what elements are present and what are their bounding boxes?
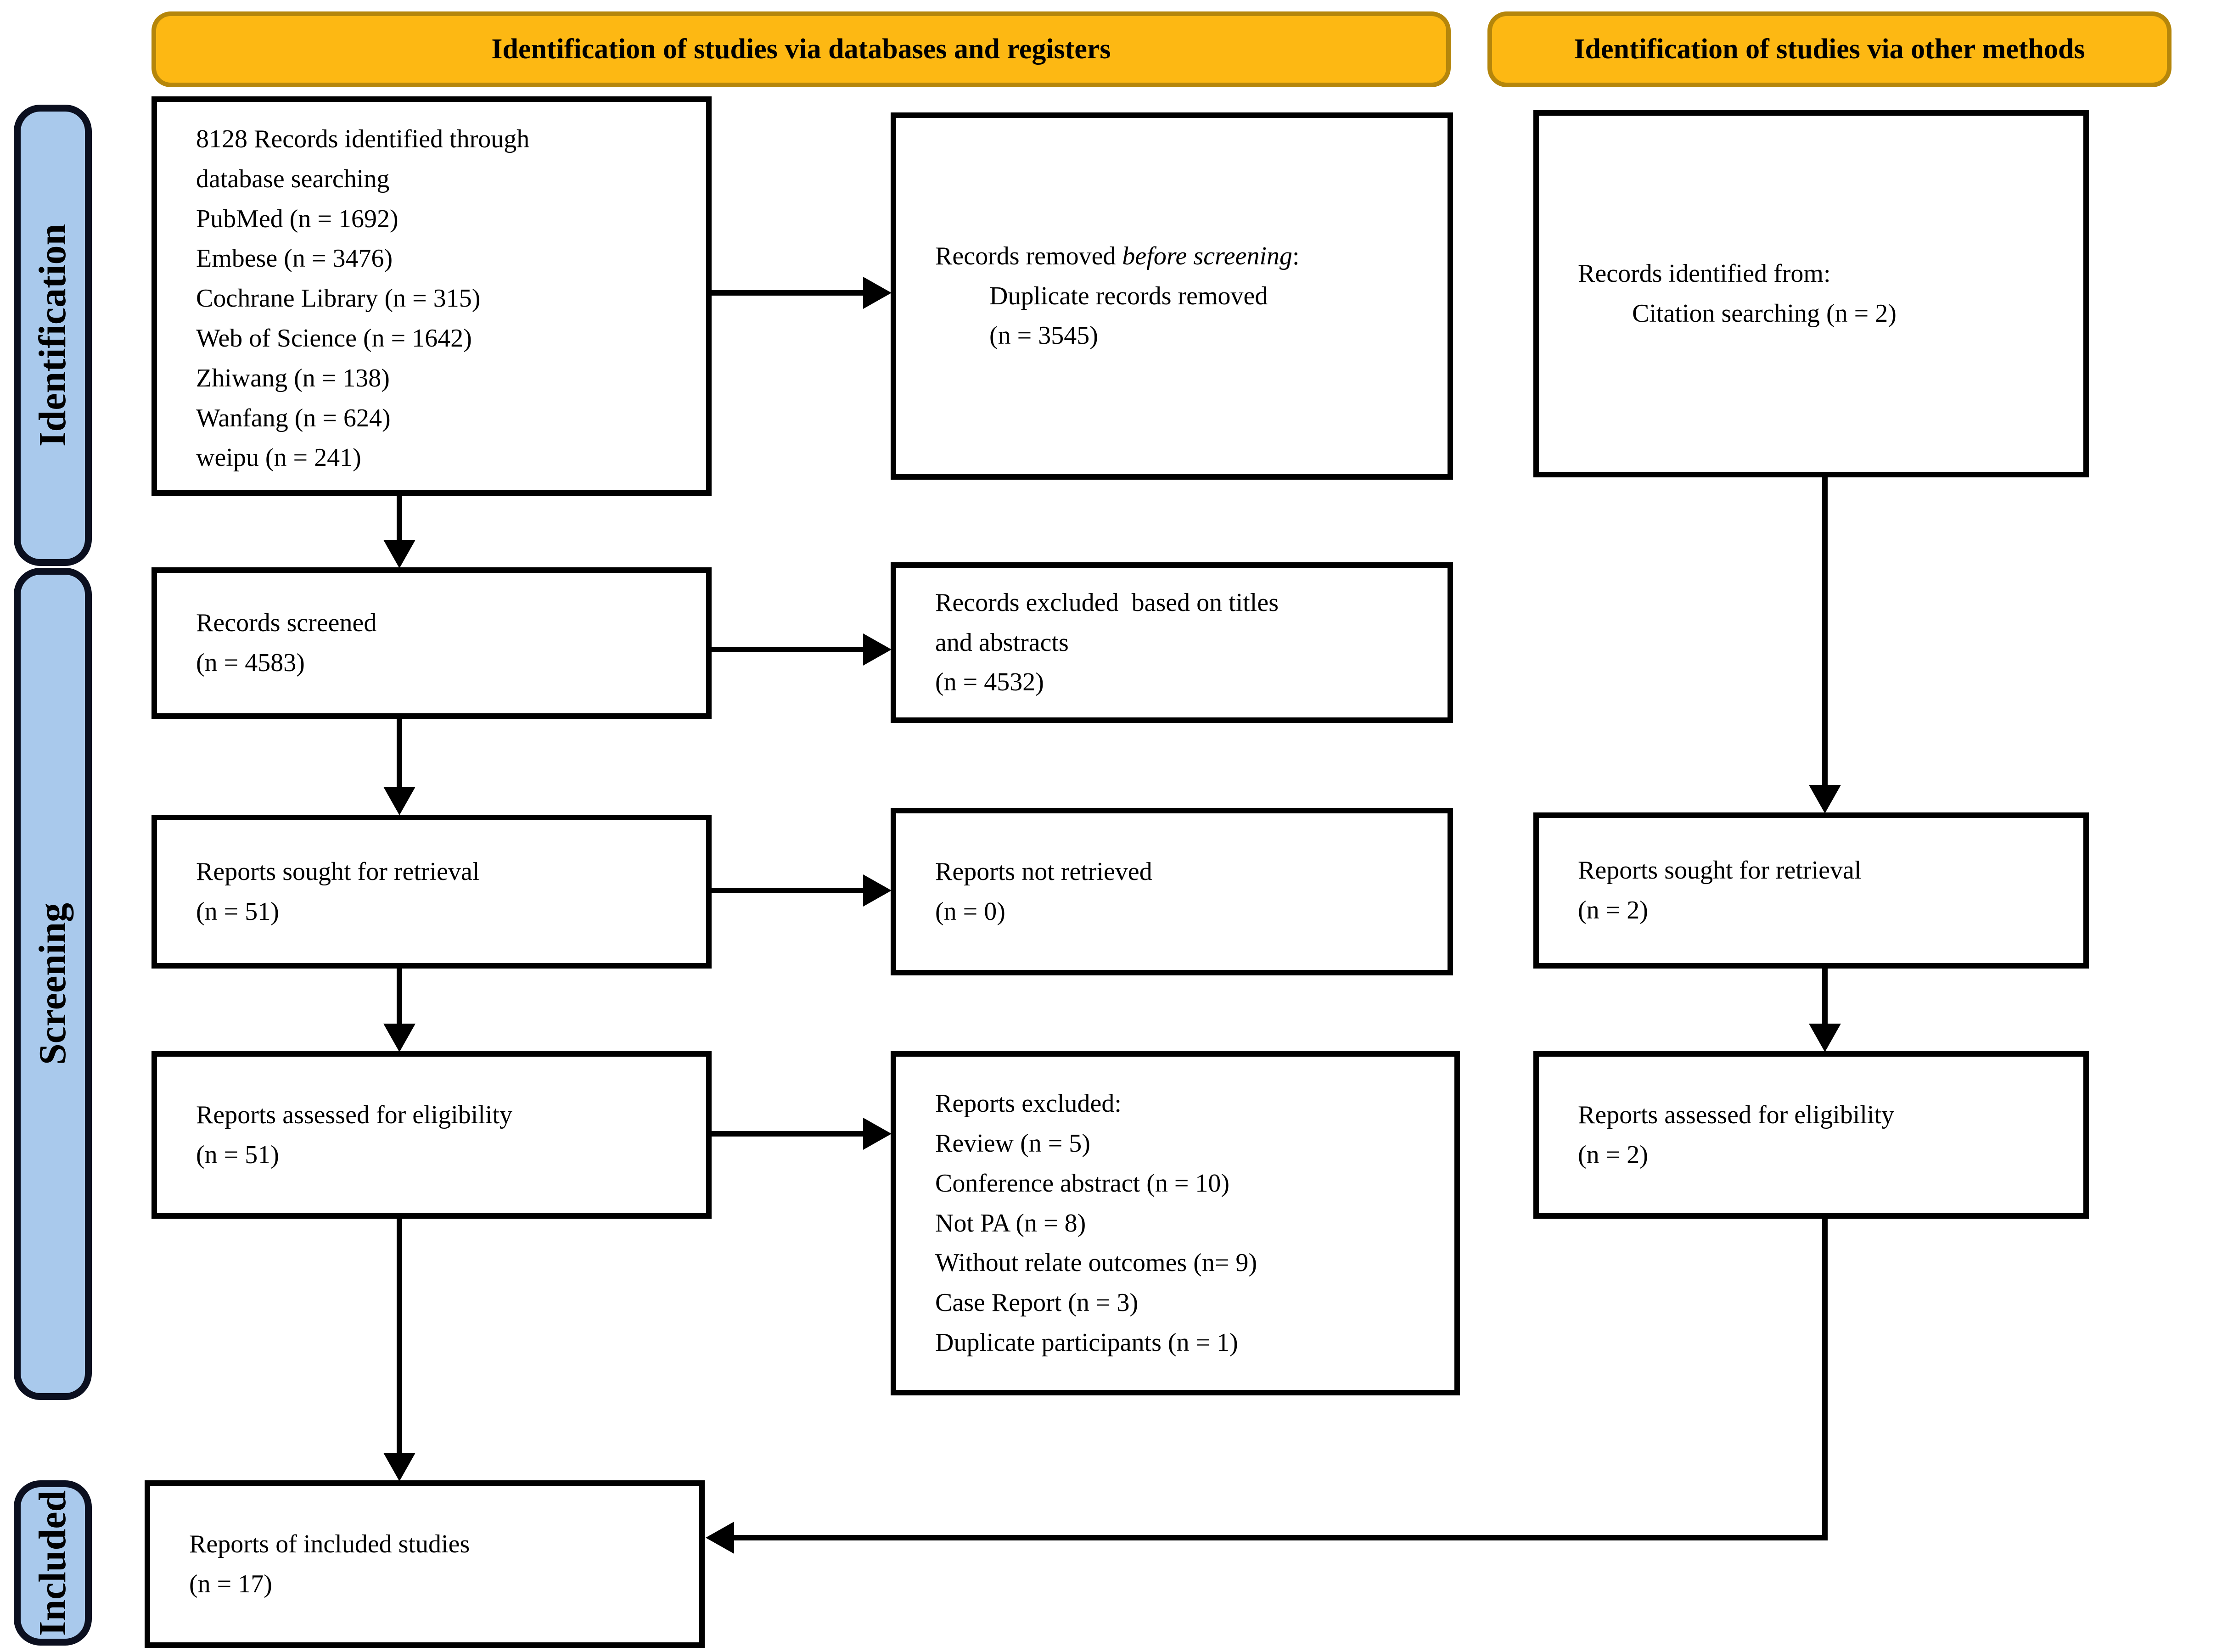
arrow-line-otheridentified-to-sought <box>1822 477 1828 787</box>
arrow-line-assessed-to-excluded <box>712 1131 864 1137</box>
reports-sought-line: Reports sought for retrieval <box>196 857 480 886</box>
arrow-down-icon <box>383 1453 415 1481</box>
records-excluded-titles-line: and abstracts <box>935 628 1069 657</box>
box-reports-sought-other: Reports sought for retrieval (n = 2) <box>1533 812 2089 969</box>
records-removed-prefix: Records removed <box>935 241 1122 270</box>
stage-screening: Screening <box>14 568 92 1400</box>
reports-excluded-line: Reports excluded: <box>935 1089 1122 1118</box>
connector-elbow-vertical <box>1822 1219 1828 1540</box>
reports-not-retrieved-line: Reports not retrieved <box>935 857 1152 886</box>
records-identified-line: Wanfang (n = 624) <box>196 403 391 432</box>
records-removed-italic: before screening <box>1122 241 1293 270</box>
arrow-left-icon <box>706 1522 734 1554</box>
arrow-right-icon <box>863 874 892 907</box>
arrow-down-icon <box>383 1024 415 1052</box>
stage-identification: Identification <box>14 105 92 566</box>
box-reports-not-retrieved: Reports not retrieved (n = 0) <box>891 808 1453 975</box>
reports-sought-line: (n = 51) <box>196 897 279 926</box>
records-screened-line: Records screened <box>196 609 377 638</box>
arrow-line-sought-to-assessed <box>397 969 402 1025</box>
arrow-right-icon <box>863 1118 892 1150</box>
stage-identification-label: Identification <box>31 224 74 447</box>
reports-not-retrieved-line: (n = 0) <box>935 897 1005 926</box>
records-identified-line: database searching <box>196 164 390 193</box>
arrow-line-screened-to-excluded <box>712 647 864 652</box>
arrow-line-identified-to-removed <box>712 290 864 296</box>
reports-sought-other-line: Reports sought for retrieval <box>1578 856 1862 885</box>
box-records-screened: Records screened (n = 4583) <box>152 567 712 719</box>
banner-other-methods: Identification of studies via other meth… <box>1487 11 2172 87</box>
arrow-line-screened-to-sought <box>397 719 402 789</box>
records-excluded-titles-line: Records excluded based on titles <box>935 588 1279 617</box>
box-included-studies: Reports of included studies (n = 17) <box>145 1480 705 1648</box>
reports-sought-other-line: (n = 2) <box>1578 896 1648 924</box>
records-identified-line: Web of Science (n = 1642) <box>196 324 472 353</box>
box-reports-excluded: Reports excluded: Review (n = 5) Confere… <box>891 1051 1460 1395</box>
arrow-line-identified-to-screened <box>397 496 402 542</box>
reports-excluded-line: Review (n = 5) <box>935 1129 1090 1158</box>
box-records-excluded-titles: Records excluded based on titles and abs… <box>891 562 1453 723</box>
other-identified-line: Citation searching (n = 2) <box>1632 299 1897 328</box>
arrow-right-icon <box>863 633 892 666</box>
box-reports-assessed: Reports assessed for eligibility (n = 51… <box>152 1051 712 1219</box>
records-screened-line: (n = 4583) <box>196 649 305 677</box>
arrow-line-othersought-to-assessed <box>1822 969 1828 1025</box>
included-studies-line: (n = 17) <box>189 1569 272 1598</box>
reports-excluded-line: Not PA (n = 8) <box>935 1209 1086 1238</box>
records-identified-line: PubMed (n = 1692) <box>196 204 398 233</box>
arrow-line-assessed-to-included <box>397 1219 402 1455</box>
arrow-down-icon <box>383 540 415 568</box>
records-identified-line: 8128 Records identified through <box>196 125 530 153</box>
reports-assessed-other-line: Reports assessed for eligibility <box>1578 1100 1895 1129</box>
records-removed-suffix: : <box>1292 241 1300 270</box>
connector-elbow-horizontal <box>733 1535 1828 1540</box>
banner-databases-label: Identification of studies via databases … <box>491 34 1111 65</box>
reports-assessed-line: Reports assessed for eligibility <box>196 1100 513 1129</box>
stage-included: Included <box>14 1480 92 1646</box>
arrow-line-sought-to-notretrieved <box>712 888 864 893</box>
arrow-down-icon <box>383 787 415 815</box>
included-studies-line: Reports of included studies <box>189 1529 470 1558</box>
arrow-right-icon <box>863 277 892 309</box>
reports-excluded-line: Conference abstract (n = 10) <box>935 1169 1230 1198</box>
arrow-down-icon <box>1809 1024 1841 1052</box>
records-excluded-titles-line: (n = 4532) <box>935 668 1044 697</box>
records-identified-line: Zhiwang (n = 138) <box>196 364 390 392</box>
reports-assessed-line: (n = 51) <box>196 1140 279 1169</box>
arrow-down-icon <box>1809 785 1841 813</box>
records-removed-line: (n = 3545) <box>989 321 1098 350</box>
box-reports-assessed-other: Reports assessed for eligibility (n = 2) <box>1533 1051 2089 1219</box>
records-removed-line: Duplicate records removed <box>989 281 1268 310</box>
box-records-identified: 8128 Records identified through database… <box>152 96 712 496</box>
reports-excluded-line: Duplicate participants (n = 1) <box>935 1328 1238 1357</box>
records-removed-line: Records removed before screening: <box>935 236 1425 276</box>
reports-assessed-other-line: (n = 2) <box>1578 1140 1648 1169</box>
records-identified-line: weipu (n = 241) <box>196 443 361 472</box>
records-identified-line: Cochrane Library (n = 315) <box>196 284 481 313</box>
box-records-removed: Records removed before screening: Duplic… <box>891 112 1453 480</box>
reports-excluded-line: Case Report (n = 3) <box>935 1288 1139 1317</box>
box-other-identified: Records identified from: Citation search… <box>1533 110 2089 477</box>
other-identified-line: Records identified from: <box>1578 259 1831 288</box>
box-reports-sought: Reports sought for retrieval (n = 51) <box>152 815 712 969</box>
stage-screening-label: Screening <box>31 902 74 1065</box>
banner-databases-registers: Identification of studies via databases … <box>152 11 1451 87</box>
records-identified-line: Embese (n = 3476) <box>196 244 393 273</box>
stage-included-label: Included <box>31 1490 74 1636</box>
banner-other-label: Identification of studies via other meth… <box>1574 34 2085 65</box>
reports-excluded-line: Without relate outcomes (n= 9) <box>935 1249 1257 1277</box>
